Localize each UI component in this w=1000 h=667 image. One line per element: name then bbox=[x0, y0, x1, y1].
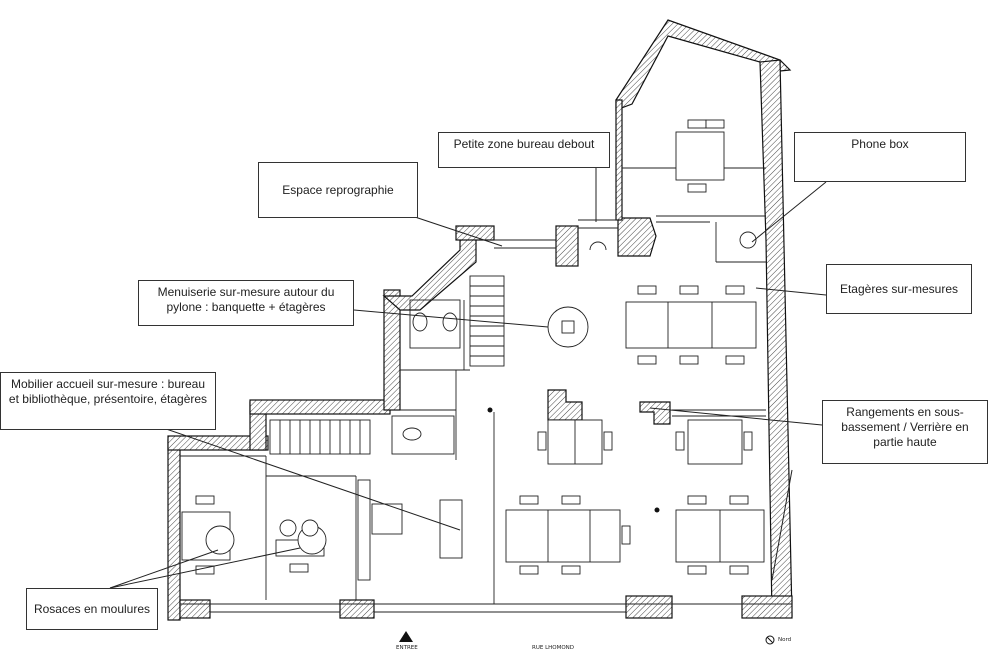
callout-mobilier-accueil: Mobilier accueil sur-mesure : bureau et … bbox=[0, 372, 216, 430]
callout-rangements: Rangements en sous-bassement / Verrière … bbox=[822, 400, 988, 464]
stairs-secondary bbox=[279, 420, 361, 454]
callout-espace-reprographie: Espace reprographie bbox=[258, 162, 418, 218]
street-label: RUE LHOMOND bbox=[532, 645, 575, 651]
callout-menuiserie: Menuiserie sur-mesure autour du pylone :… bbox=[138, 280, 354, 326]
callout-rosaces: Rosaces en moulures bbox=[26, 588, 158, 630]
leader-lines bbox=[109, 167, 827, 589]
north-icon bbox=[765, 635, 775, 645]
stairs-main bbox=[470, 285, 504, 357]
furniture bbox=[181, 119, 765, 581]
callout-phone-box: Phone box bbox=[794, 132, 966, 182]
north-label: Nord bbox=[778, 637, 792, 643]
callout-petite-zone-bureau: Petite zone bureau debout bbox=[438, 132, 610, 168]
entrance-label: ENTREE bbox=[396, 645, 418, 651]
outer-walls bbox=[167, 19, 793, 621]
callout-etageres: Etagères sur-mesures bbox=[826, 264, 972, 314]
entrance-marker bbox=[399, 631, 413, 642]
